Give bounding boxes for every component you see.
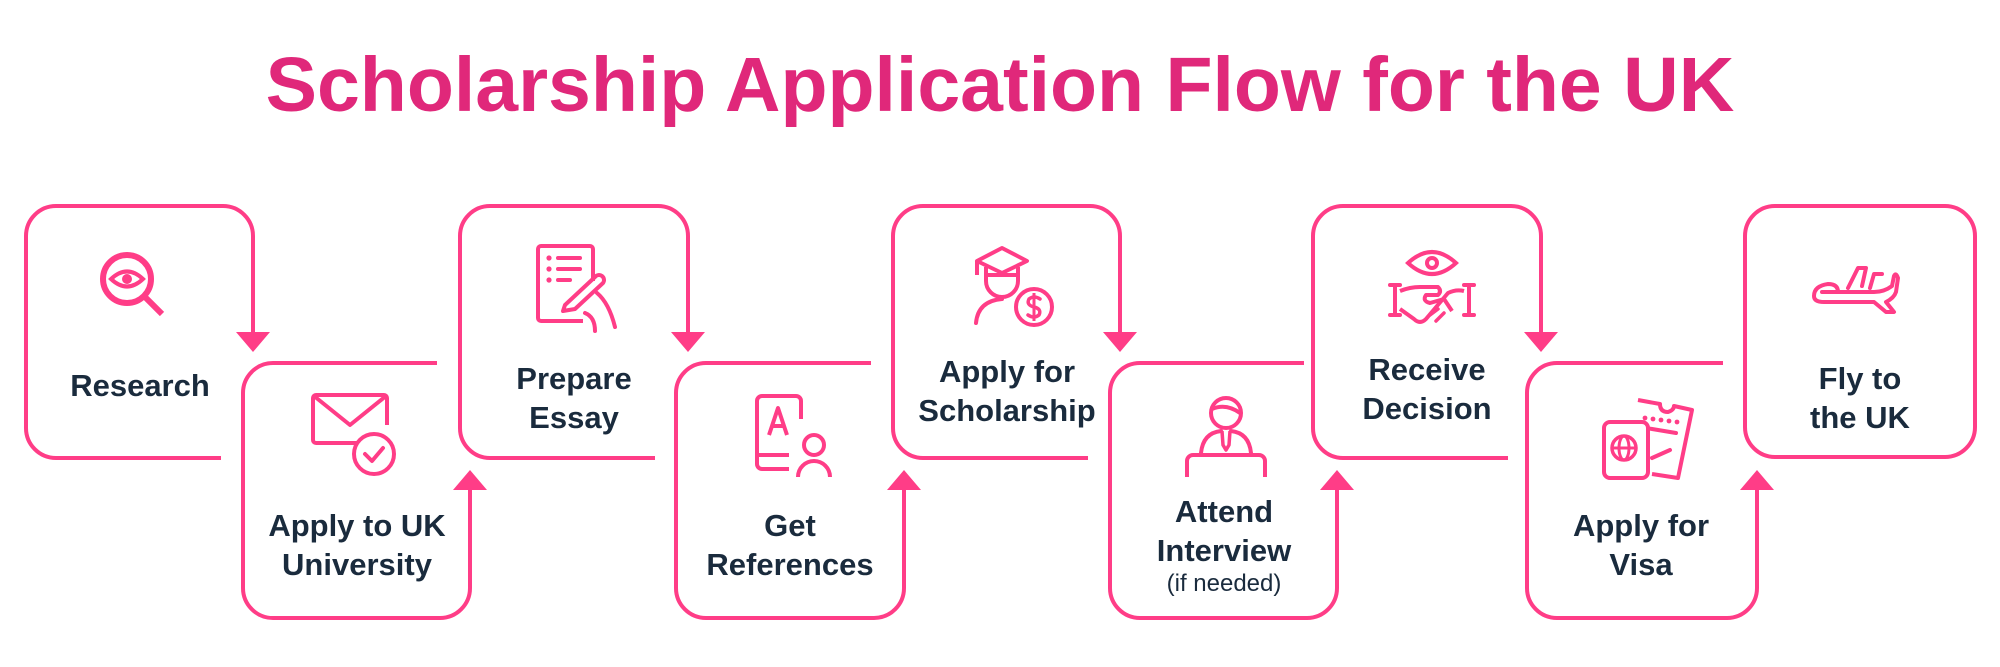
step-4-label: Get References bbox=[676, 506, 904, 584]
step-8-label-line: Visa bbox=[1609, 547, 1673, 582]
envelope-check-icon bbox=[308, 390, 400, 482]
step-4-label-line: Get bbox=[764, 508, 816, 543]
step-8-frame bbox=[1525, 361, 1759, 620]
arrow-down-1-2 bbox=[236, 332, 270, 352]
step-8-label-line: Apply for bbox=[1572, 508, 1710, 543]
eye-handshake-icon bbox=[1386, 243, 1478, 333]
step-7-frame bbox=[1311, 204, 1543, 460]
diagram-title: Scholarship Application Flow for the UK bbox=[265, 42, 1735, 128]
step-9-label-line: the UK bbox=[1810, 400, 1910, 435]
step-1-label-line: Research bbox=[70, 368, 210, 403]
step-7-label-line: Decision bbox=[1362, 391, 1492, 426]
step-4-label-line: References bbox=[706, 547, 874, 582]
step-7-label-line: Receive bbox=[1368, 352, 1486, 387]
step-3-label: Prepare Essay bbox=[460, 359, 688, 437]
step-6-frame bbox=[1108, 361, 1339, 620]
step-7-label: Receive Decision bbox=[1313, 350, 1541, 428]
step-3-frame bbox=[458, 204, 690, 460]
step-1-label: Research bbox=[26, 366, 254, 405]
airplane-icon bbox=[1810, 262, 1906, 318]
arrow-down-5-6 bbox=[1103, 332, 1137, 352]
arrow-up-6-7 bbox=[1320, 470, 1354, 490]
step-9-label-line: Fly to bbox=[1818, 361, 1902, 396]
step-2-frame bbox=[241, 361, 472, 620]
step-5-label-line: Apply for bbox=[938, 354, 1076, 389]
step-3-label-line: Prepare bbox=[516, 361, 632, 396]
interviewer-desk-icon bbox=[1183, 393, 1269, 481]
step-6-note: (if needed) bbox=[1166, 570, 1282, 597]
arrow-down-7-8 bbox=[1524, 332, 1558, 352]
step-3-label-line: Essay bbox=[529, 400, 619, 435]
step-6-label-line: Attend bbox=[1174, 494, 1274, 529]
step-5-frame bbox=[891, 204, 1122, 460]
step-1-frame bbox=[24, 204, 255, 460]
arrow-up-4-5 bbox=[887, 470, 921, 490]
step-2-label-line: Apply to UK bbox=[268, 508, 446, 543]
step-9-label: Fly to the UK bbox=[1745, 359, 1975, 437]
step-5-label: Apply for Scholarship bbox=[893, 352, 1121, 430]
step-2-label-line: University bbox=[282, 547, 432, 582]
step-6-label-line: Interview bbox=[1156, 533, 1292, 568]
step-9-frame bbox=[1743, 204, 1977, 459]
step-5-label-line: Scholarship bbox=[918, 393, 1096, 428]
arrow-down-3-4 bbox=[671, 332, 705, 352]
eye-magnifier-icon bbox=[96, 248, 168, 320]
arrow-up-2-3 bbox=[453, 470, 487, 490]
step-6-label: Attend Interview (if needed) bbox=[1110, 492, 1338, 598]
graduate-dollar-icon bbox=[972, 243, 1060, 333]
step-4-frame bbox=[674, 361, 906, 620]
passport-ticket-icon bbox=[1600, 392, 1696, 484]
document-writing-icon bbox=[535, 243, 623, 335]
document-person-icon bbox=[754, 393, 836, 481]
arrow-up-8-9 bbox=[1740, 470, 1774, 490]
step-2-label: Apply to UK University bbox=[243, 506, 471, 584]
step-8-label: Apply for Visa bbox=[1527, 506, 1755, 584]
